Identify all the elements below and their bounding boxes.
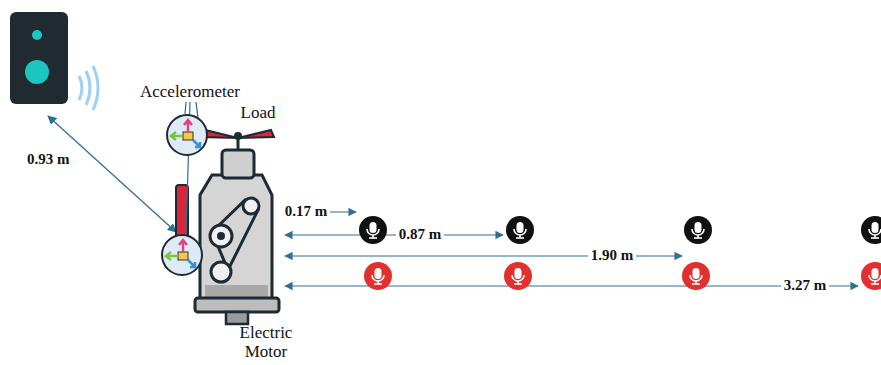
accelerometer xyxy=(162,235,202,275)
dimension-label: 1.90 m xyxy=(588,247,637,264)
part-name: Electric Motor xyxy=(233,323,299,362)
part-name: Accelerometer xyxy=(140,82,240,102)
dimension-label: 0.93 m xyxy=(24,151,73,168)
dimension-label: 3.27 m xyxy=(781,277,830,294)
dimension-line xyxy=(48,116,176,232)
electric-motor xyxy=(176,130,279,324)
part-name: Load xyxy=(241,103,276,123)
accelerometer xyxy=(167,115,207,155)
dimension-label: 0.87 m xyxy=(396,226,445,243)
speaker xyxy=(10,12,98,110)
dimension-label: 0.17 m xyxy=(282,203,331,220)
